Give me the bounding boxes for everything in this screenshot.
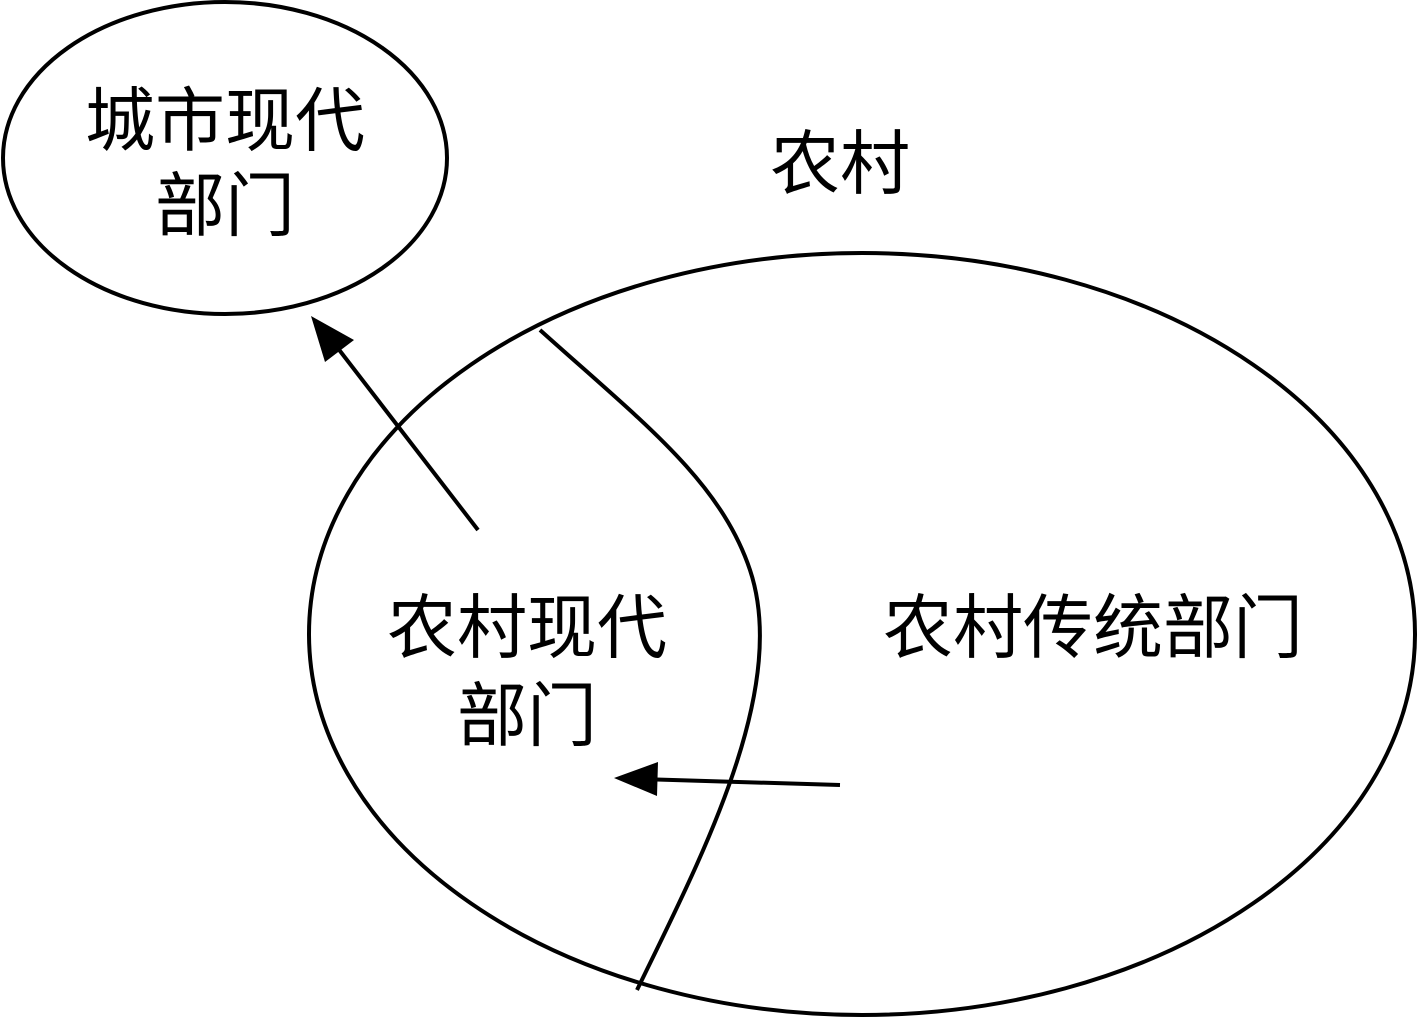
urban-modern-sector-label-line2: 部门 bbox=[155, 165, 295, 247]
rural-ellipse bbox=[307, 251, 1417, 1017]
rural-traditional-sector-label: 农村传统部门 bbox=[883, 587, 1303, 669]
arrow-rural-to-urban-shaft bbox=[328, 336, 480, 532]
sector-boundary-curve bbox=[538, 328, 762, 991]
rural-modern-sector-label-line1: 农村现代 bbox=[387, 587, 667, 669]
rural-label: 农村 bbox=[770, 123, 910, 205]
urban-modern-sector-label-line1: 城市现代 bbox=[85, 80, 365, 162]
arrow-traditional-to-modern-shaft bbox=[639, 777, 841, 787]
arrow-rural-to-urban-head bbox=[311, 316, 354, 362]
arrow-traditional-to-modern-head bbox=[614, 762, 658, 796]
urban-modern-sector-ellipse bbox=[1, 0, 449, 316]
rural-modern-sector-label-line2: 部门 bbox=[457, 675, 597, 757]
